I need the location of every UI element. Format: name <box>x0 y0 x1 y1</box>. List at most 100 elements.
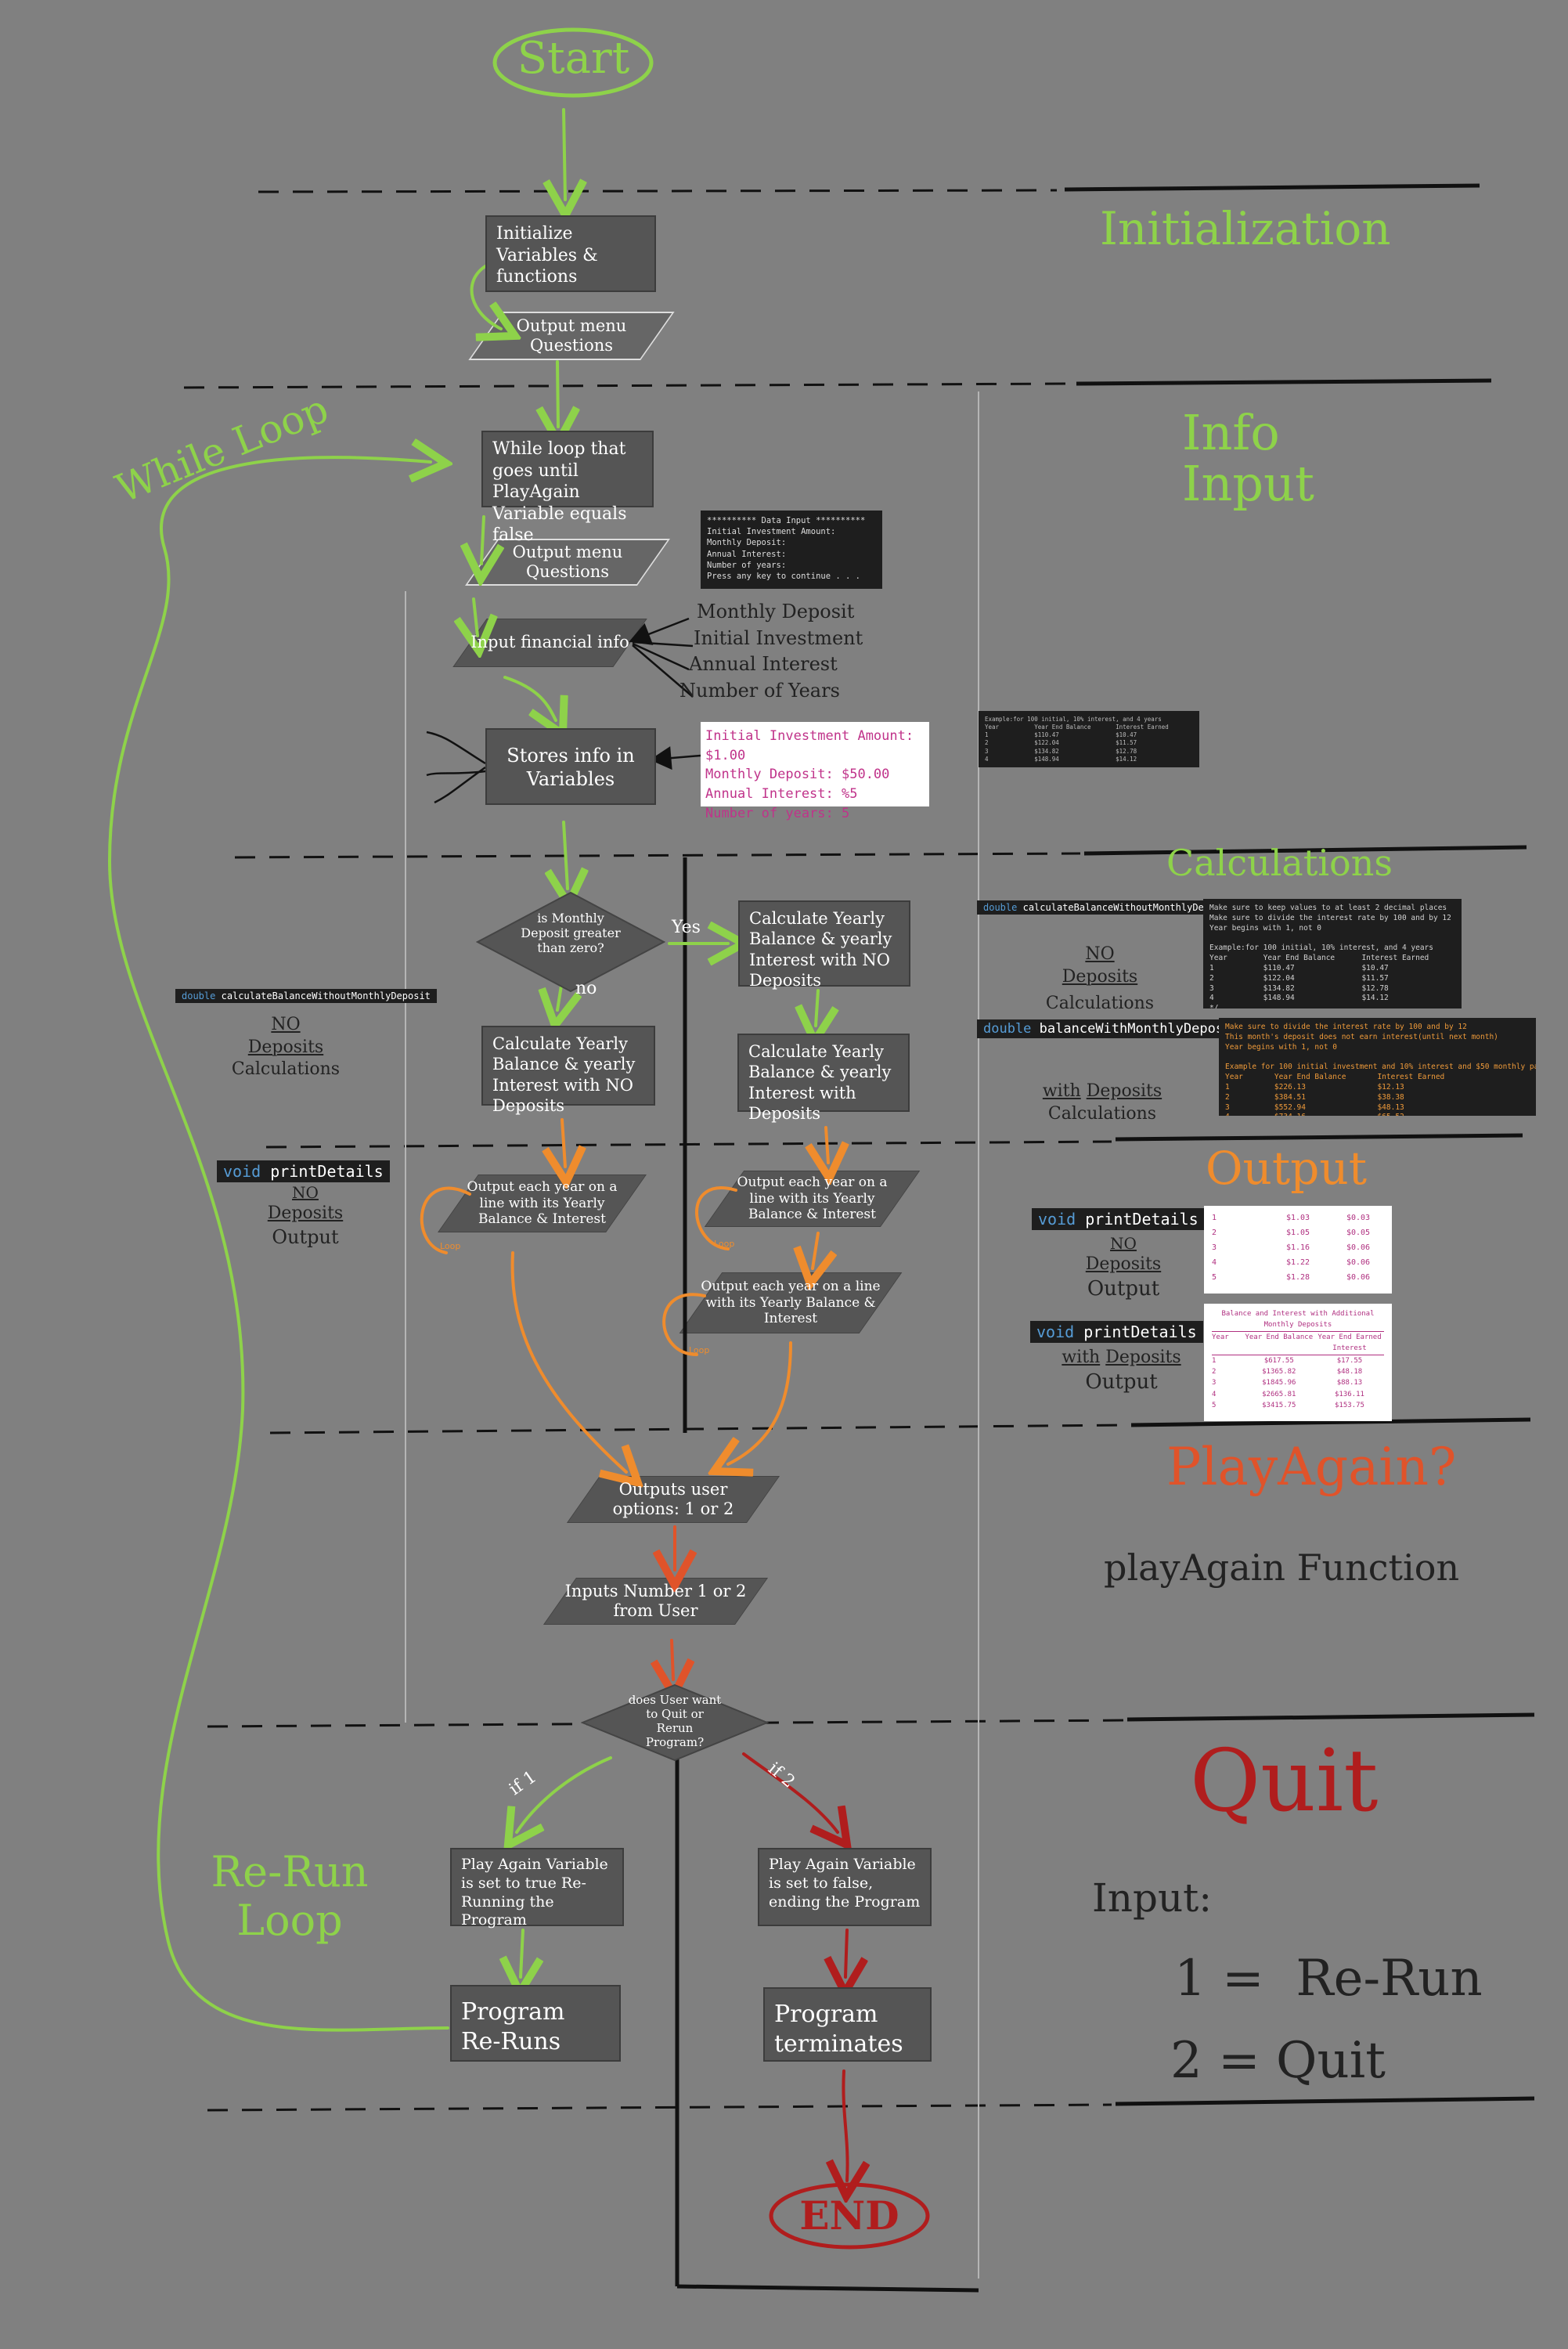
output-with-deposit-note: with Deposits Output <box>1049 1347 1194 1395</box>
section-initialization: Initialization <box>1100 202 1391 255</box>
quit-option-1: 1 = Re-Run <box>1174 1950 1483 2008</box>
table-cell: 4 <box>1212 1390 1217 1398</box>
note-deposits: Deposits <box>247 1037 324 1057</box>
output-right-box-1: Output each year on a line with its Year… <box>724 1171 900 1227</box>
note-output: Output <box>272 1225 339 1248</box>
table-cell: $2665.81 <box>1262 1390 1296 1398</box>
note-no: NO <box>292 1183 319 1202</box>
void-keyword: void <box>1036 1322 1075 1341</box>
note-no: NO <box>271 1015 301 1034</box>
decision-quit-label: does User want to Quit or Rerun Program? <box>628 1693 722 1749</box>
print-details-label-right-2: void printDetails <box>1030 1321 1203 1343</box>
output-no-deposit-note-right: NO Deposits Output <box>1065 1233 1182 1302</box>
loop-tag-2: Loop <box>714 1239 735 1249</box>
calc-with-dep-terminal: Make sure to divide the interest rate by… <box>1219 1018 1536 1116</box>
calc-without-fn: calculateBalanceWithoutMonthlyDeposit <box>1022 902 1232 913</box>
double-keyword: double <box>983 902 1018 913</box>
note-no: NO <box>1085 944 1115 964</box>
note-deposits: Deposits <box>267 1203 344 1223</box>
note-with-deposits: with Deposits <box>1032 1081 1173 1103</box>
table-cell: $136.11 <box>1335 1390 1364 1398</box>
table-cell: $1.16 <box>1285 1243 1310 1252</box>
quit-option-2: 2 = Quit <box>1170 2032 1386 2090</box>
program-reruns-box: Program Re-Runs <box>450 1985 621 2062</box>
void-keyword: void <box>1038 1210 1076 1229</box>
section-play-again: PlayAgain? <box>1166 1437 1457 1497</box>
table-row: 3$1.16$0.06 <box>1212 1240 1384 1255</box>
section-dividers <box>183 183 1535 2112</box>
table-row: 4 $2665.81 $136.11 <box>1212 1389 1384 1400</box>
calc-no-deposit-note-left: NO Deposits Calculations <box>227 1014 344 1081</box>
section-output: Output <box>1206 1142 1368 1195</box>
calc-without-label-right: double calculateBalanceWithoutMonthlyDep… <box>977 900 1238 915</box>
note-calculations: Calculations <box>1045 994 1155 1014</box>
input-list-item: Initial Investment <box>694 626 863 649</box>
note-deposits: Deposits <box>1062 966 1138 987</box>
table-header-cell: Year <box>1212 1333 1229 1341</box>
output-left-box: Output each year on a line with its Year… <box>458 1174 626 1232</box>
print-details-fn: printDetails <box>1085 1210 1199 1229</box>
output-menu-box-1: Output menu Questions <box>485 312 658 360</box>
calc-no-deposit-note-right: NO Deposits Calculations <box>1041 944 1159 1016</box>
decision-deposit-label: is Monthly Deposit greater than zero? <box>521 911 621 956</box>
table-cell: $0.06 <box>1346 1273 1371 1282</box>
table-cell: $3415.75 <box>1262 1402 1296 1410</box>
filled-input-line: Annual Interest: %5 <box>705 785 858 802</box>
print-details-label-right-1: void printDetails <box>1032 1208 1205 1230</box>
play-again-function-label: playAgain Function <box>1104 1546 1460 1589</box>
table-cell: 2 <box>1212 1229 1217 1237</box>
filled-input-line: Number of years: 5 <box>705 805 850 821</box>
set-false-box: Play Again Variable is set to false, end… <box>758 1848 932 1926</box>
input-list: Monthly Deposit Initial Investment Annua… <box>679 599 863 704</box>
input-list-item: Annual Interest <box>689 653 838 676</box>
while-loop-box: While loop that goes until PlayAgain Var… <box>481 431 654 545</box>
table-row: 2 $1.05 $0.05 <box>1212 1225 1384 1240</box>
loop-tag-3: Loop <box>689 1345 710 1355</box>
section-quit: Quit <box>1190 1730 1379 1831</box>
input-financial-box: Input financial info <box>470 619 630 667</box>
table-cell: $1.05 <box>1285 1229 1310 1237</box>
table-title: Balance and Interest with Additional Mon… <box>1212 1308 1384 1332</box>
filled-input-line: Monthly Deposit: $50.00 <box>705 767 890 783</box>
table-cell: 1 <box>1212 1356 1217 1365</box>
table-cell: 1 <box>1212 1214 1217 1222</box>
calc-no-deposit-right-box: Calculate Yearly Balance & yearly Intere… <box>738 900 910 990</box>
void-keyword: void <box>223 1162 261 1181</box>
table-row: 1$1.03$0.03 <box>1212 1211 1384 1225</box>
table-header-cell: Year End Earned Interest <box>1317 1333 1382 1353</box>
data-input-terminal: ********** Data Input ********** Initial… <box>701 511 882 589</box>
output-no-deposit-note-left: NO Deposits Output <box>251 1182 360 1250</box>
init-variables-box: Initialize Variables & functions <box>485 215 656 292</box>
output-table-with-deposit: Balance and Interest with Additional Mon… <box>1204 1304 1392 1421</box>
table-cell: $1.22 <box>1285 1258 1310 1267</box>
table-row: 3$1845.96$88.13 <box>1212 1377 1384 1388</box>
note-deposits: Deposits <box>1105 1348 1181 1367</box>
table-cell: $0.06 <box>1346 1258 1371 1267</box>
input-list-item: Number of Years <box>679 679 840 702</box>
table-cell: $0.05 <box>1346 1229 1371 1237</box>
double-keyword: double <box>983 1021 1032 1037</box>
calc-no-deposit-box: Calculate Yearly Balance & yearly Intere… <box>481 1026 655 1115</box>
note-deposits: Deposits <box>1086 1081 1162 1101</box>
yes-label: Yes <box>672 918 701 937</box>
end-label: END <box>799 2192 899 2239</box>
start-label: Start <box>517 33 630 84</box>
note-deposits: Deposits <box>1085 1254 1162 1274</box>
print-details-label-left: void printDetails <box>217 1160 390 1182</box>
table-cell: 5 <box>1212 1273 1217 1282</box>
quit-input-label: Input: <box>1092 1875 1213 1921</box>
note-output: Output <box>1087 1276 1160 1301</box>
calc-without-fn: calculateBalanceWithoutMonthlyDeposit <box>221 990 431 1001</box>
calc-with-deposit-box: Calculate Yearly Balance & yearly Intere… <box>737 1034 910 1123</box>
calc-with-deposit-note: with Deposits Calculations <box>1032 1081 1173 1125</box>
output-menu-box-2: Output menu Questions <box>481 539 654 586</box>
table-cell: 2 <box>1212 1367 1217 1376</box>
note-with: with <box>1062 1348 1101 1367</box>
table-cell: $1365.82 <box>1262 1367 1296 1376</box>
table-header-cell: Year End Balance <box>1245 1333 1314 1341</box>
table-cell: $1845.96 <box>1262 1379 1296 1387</box>
stores-info-box: Stores info in Variables <box>485 728 656 805</box>
